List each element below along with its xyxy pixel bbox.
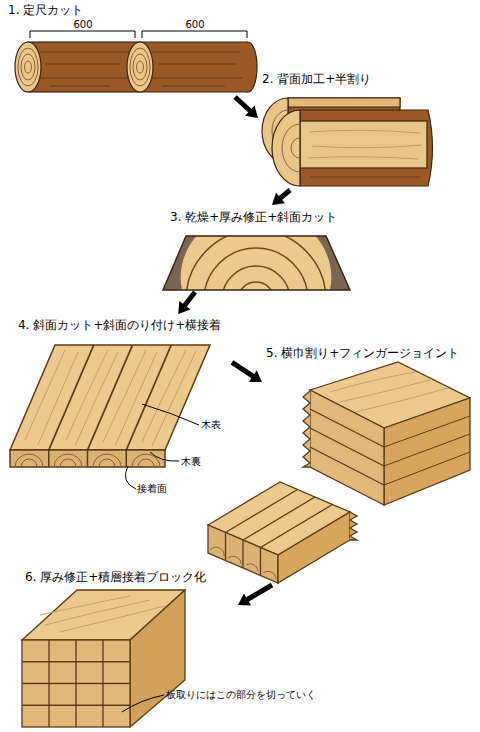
arrow-shaft xyxy=(280,190,290,199)
dimension-label: 600 xyxy=(185,19,204,31)
leader-line xyxy=(122,695,164,712)
callout-label: 木裏 xyxy=(181,456,201,468)
arrow-head xyxy=(178,301,190,314)
dimension-line xyxy=(30,31,247,38)
step-heading: 1. 定尺カット xyxy=(8,3,83,17)
step-group: 2. 背面加工+半割り xyxy=(258,68,440,190)
arrow-head xyxy=(249,370,262,382)
leader-line xyxy=(125,404,199,489)
flow-arrow xyxy=(235,97,258,118)
step-heading: 5. 横巾割り+フィンガージョイント xyxy=(266,346,459,360)
half-log-pair xyxy=(262,98,433,186)
arrow-head xyxy=(238,593,251,605)
finger-joint-blocks xyxy=(208,362,470,583)
arrow-head xyxy=(245,105,258,118)
step-group: 4. 斜面カット+斜面のり付け+横接着 xyxy=(8,314,232,470)
step-heading: 3. 乾燥+厚み修正+斜面カット xyxy=(170,210,337,224)
step-group: 6. 厚み修正+積層接着ブロック化 xyxy=(15,565,238,732)
arrow-shaft xyxy=(247,585,272,600)
note-label: 板取りにはこの部分を切っていく xyxy=(166,689,316,701)
log-pair xyxy=(15,42,257,92)
flow-arrow xyxy=(272,190,290,205)
arrow-shaft xyxy=(184,292,195,306)
step-heading: 6. 厚み修正+積層接着ブロック化 xyxy=(25,570,206,584)
step-group: 3. 乾燥+厚み修正+斜面カット xyxy=(160,205,360,292)
step-heading: 4. 斜面カット+斜面のり付け+横接着 xyxy=(18,318,221,332)
arrow-shaft xyxy=(235,97,251,111)
flow-arrow xyxy=(232,362,262,382)
arrow-shaft xyxy=(232,362,254,376)
arrow-head xyxy=(272,193,285,205)
flow-arrow xyxy=(178,292,195,314)
callout-label: 接着面 xyxy=(137,483,167,495)
glued-panel xyxy=(10,345,210,467)
step-group: 5. 横巾割り+フィンガージョイント xyxy=(262,342,475,585)
laminated-block xyxy=(22,590,185,727)
callout-label: 木表 xyxy=(201,419,221,431)
step-heading: 2. 背面加工+半割り xyxy=(262,72,371,86)
dimension-label: 600 xyxy=(73,19,92,31)
step-group: 1. 定尺カット xyxy=(5,0,255,97)
flow-arrow xyxy=(238,585,272,606)
